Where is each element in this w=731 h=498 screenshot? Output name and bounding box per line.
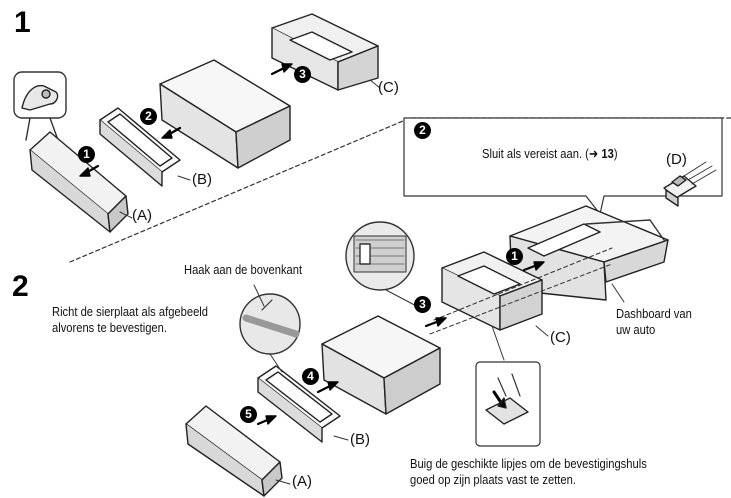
connect-instruction-text: Sluit als vereist aan. ( — [482, 146, 589, 161]
head-unit-2 — [321, 315, 441, 415]
part-label-d: (D) — [666, 151, 687, 168]
page-ref-number[interactable]: 13 — [601, 146, 614, 161]
connect-instruction-close: ) — [613, 146, 618, 161]
bend-tabs-detail-box — [475, 325, 541, 447]
badge-step-3-sec1: 3 — [294, 66, 311, 83]
bend-note-line1: Buig de geschikte lipjes om de bevestigi… — [410, 456, 647, 471]
clip-detail-circle — [345, 221, 425, 311]
part-label-c-sec1: (C) — [378, 79, 399, 96]
hook-label: Haak aan de bovenkant — [184, 262, 303, 277]
connection-callout-box — [403, 117, 723, 215]
align-note-line2: alvorens te bevestigen. — [52, 320, 167, 335]
part-label-b-sec2: (B) — [350, 431, 370, 448]
head-unit-1 — [159, 59, 291, 169]
front-panel-a-2 — [185, 405, 283, 497]
badge-step-3-sec2: 3 — [414, 296, 431, 313]
part-label-a-sec1: (A) — [132, 207, 152, 224]
part-label-c-sec2: (C) — [550, 329, 571, 346]
connect-instruction: Sluit als vereist aan. (➜ 13) — [482, 146, 618, 161]
dashboard-label-line1: Dashboard van — [616, 306, 692, 321]
align-note-line1: Richt de sierplaat als afgebeeld — [52, 304, 208, 319]
hook-label-leader — [253, 284, 265, 307]
step-number-1: 1 — [14, 6, 31, 39]
badge-step-2-sec1: 2 — [140, 108, 157, 125]
mounting-sleeve-c-2 — [441, 251, 543, 331]
front-panel-a-1 — [29, 131, 129, 233]
part-label-a-sec2: (A) — [292, 473, 312, 490]
trim-plate-b-1 — [99, 107, 181, 187]
part-label-b-sec1: (B) — [192, 171, 212, 188]
dashboard-label-line2: uw auto — [616, 322, 656, 337]
hook-detail-circle — [239, 293, 301, 373]
finger-detail-box — [13, 71, 67, 141]
badge-step-4-sec2: 4 — [302, 368, 319, 385]
badge-step-1-sec2: 1 — [506, 248, 523, 265]
step-number-2: 2 — [12, 270, 29, 303]
badge-step-2-callout: 2 — [414, 122, 431, 139]
mounting-sleeve-c-1 — [271, 13, 379, 91]
badge-step-1-sec1: 1 — [78, 146, 95, 163]
badge-step-5-sec2: 5 — [240, 406, 257, 423]
trim-plate-b-2 — [257, 365, 341, 443]
page-ref-arrow-icon: ➜ — [588, 146, 599, 161]
bend-note-line2: goed op zijn plaats vast te zetten. — [410, 472, 576, 487]
